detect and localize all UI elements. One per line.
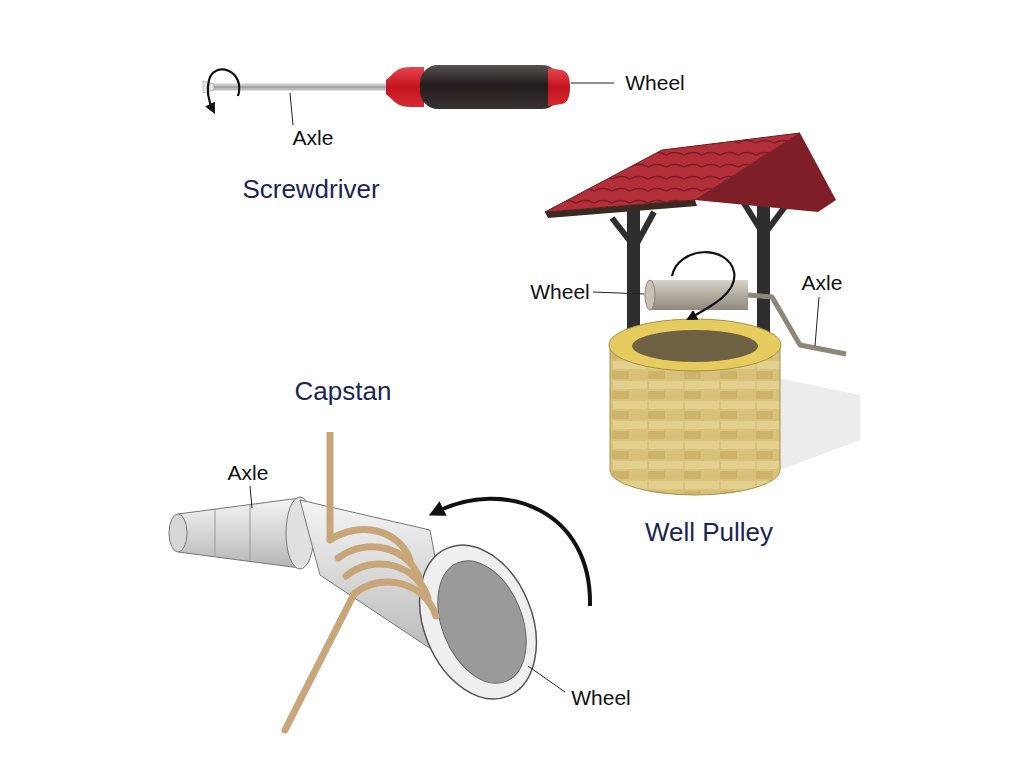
well-roof-gable	[695, 133, 836, 212]
capstan-ridge	[250, 505, 251, 561]
leader-line	[815, 297, 819, 346]
rotation-arrow	[208, 69, 239, 110]
part-label: Wheel	[530, 280, 590, 304]
capstan-drawing	[169, 432, 590, 730]
part-label: Axle	[228, 461, 269, 485]
rotation-arrow	[436, 499, 590, 606]
capstan-axle-end	[169, 514, 187, 552]
capstan-rope-end	[285, 594, 354, 730]
leader-line	[571, 83, 614, 84]
screwdriver-bolster	[386, 67, 424, 107]
capstan-rope-coils	[285, 530, 436, 730]
capstan-axle	[178, 498, 300, 568]
leader-line	[593, 292, 644, 294]
part-label: Axle	[293, 126, 334, 150]
part-label: Wheel	[571, 686, 631, 710]
well-brace	[636, 212, 654, 245]
screwdriver-drawing	[203, 65, 614, 125]
well-brace	[612, 218, 633, 245]
figure-title: Capstan	[295, 377, 392, 407]
capstan-rope	[327, 432, 334, 540]
figure-title: Screwdriver	[242, 175, 379, 205]
leader-line	[290, 93, 293, 125]
well-drawing	[545, 133, 860, 495]
screwdriver-end	[548, 68, 570, 106]
leader-line	[528, 666, 565, 692]
capstan-wheel	[398, 528, 558, 717]
part-label: Wheel	[625, 71, 685, 95]
leader-line	[250, 486, 252, 508]
screwdriver-grip	[420, 65, 560, 109]
well-roof-edge	[545, 200, 697, 218]
well-drum-end	[645, 280, 655, 310]
figure-title: Well Pulley	[645, 518, 773, 548]
rotation-arrow	[672, 252, 734, 318]
rope-coil	[354, 582, 436, 616]
well-hole	[632, 330, 758, 362]
well-rim	[609, 319, 781, 371]
capstan-ridge	[215, 509, 216, 557]
part-label: Axle	[802, 271, 843, 295]
capstan-wheel-face	[421, 548, 543, 697]
